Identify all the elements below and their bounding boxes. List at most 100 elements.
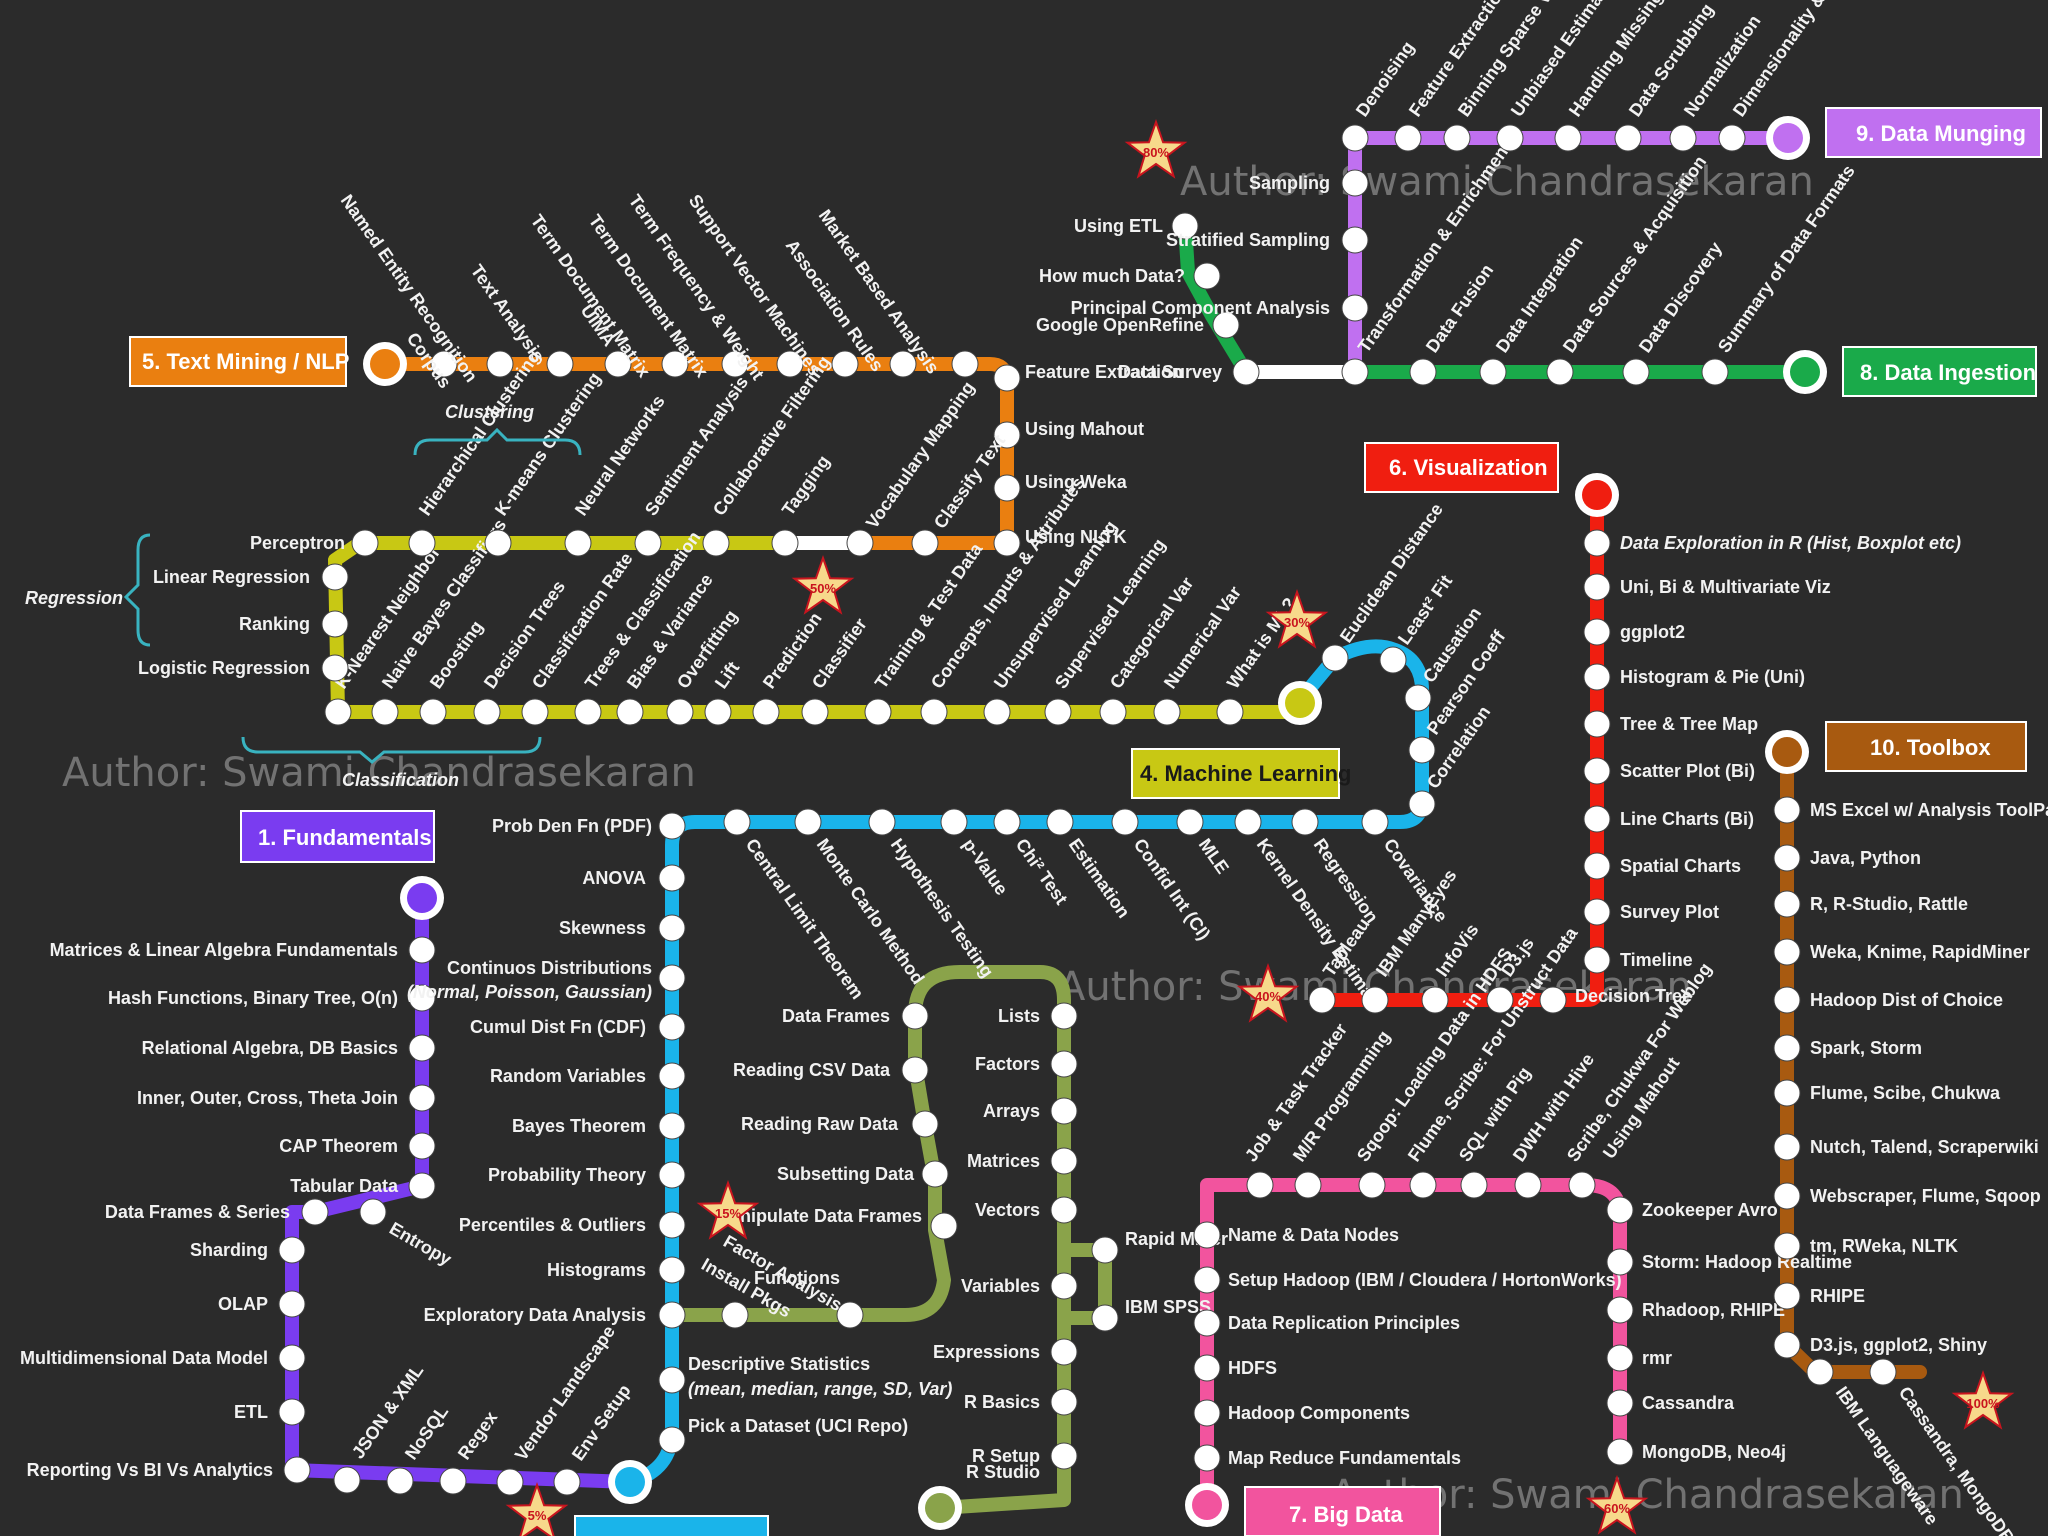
station-nlp-s11[interactable]	[993, 474, 1021, 502]
station-fund-dataframes[interactable]	[301, 1198, 329, 1226]
station-stat-5[interactable]	[658, 1211, 686, 1239]
station-viz-start[interactable]	[1575, 473, 1619, 517]
station-ml-7[interactable]	[801, 698, 829, 726]
station-ml-26[interactable]	[702, 529, 730, 557]
station-tool-5[interactable]	[1773, 1034, 1801, 1062]
station-fund-3[interactable]	[408, 1084, 436, 1112]
station-viz-0[interactable]	[1583, 529, 1611, 557]
station-ing-9[interactable]	[1171, 212, 1199, 240]
station-nlp-s12[interactable]	[993, 529, 1021, 557]
station-ing-4[interactable]	[1409, 358, 1437, 386]
station-stat-20[interactable]	[1046, 808, 1074, 836]
station-viz-13[interactable]	[1361, 986, 1389, 1014]
station-fund-12[interactable]	[283, 1456, 311, 1484]
station-ing-8[interactable]	[1193, 262, 1221, 290]
station-stat-29[interactable]	[1379, 646, 1407, 674]
station-big-17[interactable]	[1606, 1344, 1634, 1372]
station-ml-8[interactable]	[752, 698, 780, 726]
station-mun-8[interactable]	[1341, 169, 1369, 197]
station-ing-2[interactable]	[1546, 358, 1574, 386]
station-fund-13[interactable]	[333, 1466, 361, 1494]
station-viz-5[interactable]	[1583, 757, 1611, 785]
station-stat-24[interactable]	[1291, 808, 1319, 836]
station-mun-10[interactable]	[1341, 294, 1369, 322]
station-ing-7[interactable]	[1212, 311, 1240, 339]
station-munging-end[interactable]	[1766, 116, 1810, 160]
station-mun-0[interactable]	[1718, 124, 1746, 152]
station-ml-23[interactable]	[484, 529, 512, 557]
station-viz-2[interactable]	[1583, 618, 1611, 646]
station-ml-21[interactable]	[351, 529, 379, 557]
station-ing-5[interactable]	[1341, 358, 1369, 386]
station-prog-3[interactable]	[930, 1212, 958, 1240]
station-nlp-14[interactable]	[846, 529, 874, 557]
station-tool-11[interactable]	[1773, 1331, 1801, 1359]
station-tool-1[interactable]	[1773, 844, 1801, 872]
station-prog-4[interactable]	[921, 1160, 949, 1188]
station-stat-3[interactable]	[658, 1301, 686, 1329]
station-prog-16[interactable]	[1050, 1338, 1078, 1366]
station-fund-17[interactable]	[553, 1468, 581, 1496]
station-viz-1[interactable]	[1583, 573, 1611, 601]
station-fund-11[interactable]	[278, 1398, 306, 1426]
station-ml-13[interactable]	[521, 698, 549, 726]
station-stat-7[interactable]	[658, 1112, 686, 1140]
station-prog-10[interactable]	[1050, 1097, 1078, 1125]
station-ml-9[interactable]	[704, 698, 732, 726]
station-mun-5[interactable]	[1443, 124, 1471, 152]
station-prog-12[interactable]	[1050, 1196, 1078, 1224]
station-stat-12[interactable]	[658, 914, 686, 942]
station-mun-1[interactable]	[1669, 124, 1697, 152]
station-viz-9[interactable]	[1583, 946, 1611, 974]
station-nlp-s9[interactable]	[993, 364, 1021, 392]
station-big-1[interactable]	[1193, 1399, 1221, 1427]
station-tool-13[interactable]	[1869, 1358, 1897, 1386]
station-fund-2[interactable]	[408, 1034, 436, 1062]
station-stat-19[interactable]	[993, 808, 1021, 836]
station-tool-8[interactable]	[1773, 1182, 1801, 1210]
station-tool-12[interactable]	[1806, 1358, 1834, 1386]
station-prog-5[interactable]	[911, 1110, 939, 1138]
station-ml-18[interactable]	[321, 654, 349, 682]
station-tool-3[interactable]	[1773, 938, 1801, 966]
station-nlp-5[interactable]	[721, 350, 749, 378]
station-ml-25[interactable]	[634, 529, 662, 557]
station-stat-9[interactable]	[658, 1013, 686, 1041]
station-ml-16[interactable]	[371, 698, 399, 726]
station-big-16[interactable]	[1606, 1296, 1634, 1324]
station-ml-15[interactable]	[419, 698, 447, 726]
station-prog-17[interactable]	[1050, 1388, 1078, 1416]
station-stat-14[interactable]	[658, 812, 686, 840]
station-viz-12[interactable]	[1421, 986, 1449, 1014]
station-viz-8[interactable]	[1583, 898, 1611, 926]
station-stat-13[interactable]	[658, 864, 686, 892]
station-stat-30[interactable]	[1321, 644, 1349, 672]
station-mun-3[interactable]	[1554, 124, 1582, 152]
station-nlp-start[interactable]	[363, 342, 407, 386]
station-tool-7[interactable]	[1773, 1133, 1801, 1161]
station-prog-15[interactable]	[1091, 1304, 1119, 1332]
station-stat-16[interactable]	[794, 808, 822, 836]
station-nlp-3[interactable]	[604, 350, 632, 378]
station-tool-4[interactable]	[1773, 986, 1801, 1014]
station-tool-2[interactable]	[1773, 890, 1801, 918]
station-nlp-7[interactable]	[831, 350, 859, 378]
station-fund-4[interactable]	[408, 1132, 436, 1160]
station-viz-10[interactable]	[1539, 986, 1567, 1014]
station-big-6[interactable]	[1246, 1171, 1274, 1199]
station-stat-28[interactable]	[1404, 684, 1432, 712]
station-tool-0[interactable]	[1773, 796, 1801, 824]
station-ml-5[interactable]	[920, 698, 948, 726]
station-stat-17[interactable]	[868, 808, 896, 836]
station-stat-10[interactable]	[658, 964, 686, 992]
station-ml-17[interactable]	[324, 698, 352, 726]
station-tool-9[interactable]	[1773, 1232, 1801, 1260]
station-stat-27[interactable]	[1408, 736, 1436, 764]
station-big-14[interactable]	[1606, 1196, 1634, 1224]
station-ml-19[interactable]	[321, 610, 349, 638]
station-ml-11[interactable]	[616, 698, 644, 726]
station-fund-entropy[interactable]	[359, 1198, 387, 1226]
station-ml-endpoint[interactable]	[1278, 681, 1322, 725]
station-nlp-8[interactable]	[889, 350, 917, 378]
station-prog-11[interactable]	[1050, 1147, 1078, 1175]
